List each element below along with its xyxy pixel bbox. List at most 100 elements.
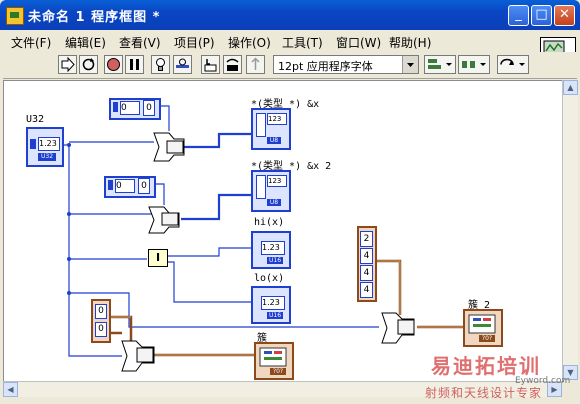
watermark-line-3: Eyword.com — [515, 376, 571, 386]
label-u32: U32 — [26, 114, 45, 125]
chevron-down-icon — [402, 56, 418, 73]
u32-value: 1.23 — [38, 137, 60, 151]
type-cast-indicator-2[interactable]: 123 U8 — [251, 170, 291, 212]
maximize-button[interactable]: □ — [531, 5, 552, 26]
step-out-icon — [251, 57, 260, 70]
run-continuous-button[interactable] — [79, 55, 98, 74]
label-hi: hi(x) — [254, 217, 285, 228]
retain-wire-values-button[interactable] — [173, 55, 192, 74]
vertical-scrollbar[interactable]: ▲ ▼ — [562, 80, 578, 380]
block-diagram[interactable]: U32 *(类型 *) &x *(类型 *) &x 2 hi(x) lo(x) … — [3, 80, 564, 382]
indicator-value: 1.23 — [261, 296, 285, 310]
lo-indicator[interactable]: 1.23 U16 — [251, 286, 291, 324]
run-arrow-icon — [61, 56, 75, 73]
probe-icon — [176, 58, 189, 68]
scroll-up-icon[interactable]: ▲ — [563, 80, 578, 95]
spinner-icon — [113, 102, 118, 112]
cluster-constant[interactable]: 0 0 — [91, 299, 111, 343]
menu-project[interactable]: 项目(P) — [174, 36, 215, 50]
bundle-node-1[interactable] — [121, 340, 155, 372]
align-icon — [428, 59, 452, 69]
stop-icon — [107, 58, 120, 71]
bundle-node-2[interactable] — [381, 312, 415, 344]
align-objects-button[interactable] — [424, 55, 456, 74]
indicator-type-badge: U16 — [267, 312, 283, 319]
minimize-button[interactable]: _ — [508, 5, 529, 26]
indicator-value: 1.23 — [261, 241, 285, 255]
array-index-icon — [256, 113, 266, 137]
abort-button[interactable] — [104, 55, 123, 74]
menu-file[interactable]: 文件(F) — [11, 36, 52, 50]
indicator-value: 123 — [267, 175, 287, 187]
horizontal-scrollbar[interactable]: ◀ ▶ — [3, 381, 562, 397]
indicator-type-badge: U16 — [267, 257, 283, 264]
step-into-icon — [204, 59, 217, 72]
window-title: 未命名 1 程序框图 * — [28, 10, 161, 25]
scroll-left-icon[interactable]: ◀ — [3, 382, 18, 397]
cluster-element-value: 0 — [95, 322, 107, 337]
type-cast-indicator-1[interactable]: 123 U8 — [251, 108, 291, 150]
menu-window[interactable]: 窗口(W) — [336, 36, 382, 50]
menu-edit[interactable]: 编辑(E) — [65, 36, 106, 50]
watermark-line-1: 易迪拓培训 — [431, 354, 541, 378]
numeric-constant-2[interactable]: 0 0 — [104, 176, 156, 198]
font-select[interactable]: 12pt 应用程序字体 — [273, 55, 419, 74]
reorder-button[interactable] — [497, 55, 529, 74]
run-continuous-icon — [82, 58, 95, 71]
watermark-line-2: 射频和天线设计专家 — [425, 386, 543, 400]
array-element-value: 4 — [360, 248, 373, 264]
title-bar[interactable]: 未命名 1 程序框图 * _ □ ✕ — [0, 0, 580, 30]
label-type-cast-1: *(类型 *) &x — [251, 99, 320, 110]
increment-icon — [30, 139, 36, 149]
menu-tools[interactable]: 工具(T) — [282, 36, 323, 50]
type-cast-node-1[interactable] — [153, 132, 185, 162]
menu-help[interactable]: 帮助(H) — [389, 36, 432, 50]
app-icon — [6, 7, 24, 25]
u32-type-badge: U32 — [38, 153, 56, 161]
run-arrow-button[interactable] — [58, 55, 77, 74]
font-select-value: 12pt 应用程序字体 — [278, 60, 373, 73]
distribute-objects-button[interactable] — [458, 55, 490, 74]
numeric-constant-1[interactable]: 0 0 — [109, 98, 161, 120]
constant-value: 0 — [138, 178, 150, 194]
lightbulb-icon — [156, 58, 165, 71]
menu-bar: 文件(F) 编辑(E) 查看(V) 项目(P) 操作(O) 工具(T) 窗口(W… — [3, 30, 577, 52]
pause-button[interactable] — [125, 55, 144, 74]
menu-operate[interactable]: 操作(O) — [228, 36, 271, 50]
array-constant[interactable]: 2 4 4 4 — [357, 226, 377, 302]
step-out-button[interactable] — [246, 55, 265, 74]
u32-control[interactable]: 1.23 U32 — [26, 127, 64, 167]
spinner-icon — [108, 180, 113, 190]
menu-view[interactable]: 查看(V) — [119, 36, 161, 50]
distribute-icon — [462, 61, 486, 68]
scroll-down-icon[interactable]: ▼ — [563, 365, 578, 380]
highlight-execution-button[interactable] — [151, 55, 170, 74]
cluster-icon — [259, 347, 287, 367]
reorder-icon — [500, 58, 525, 66]
array-element-value: 4 — [360, 282, 373, 298]
cluster-indicator[interactable]: ?0? — [254, 342, 294, 380]
label-cluster: 簇 — [257, 333, 267, 344]
cluster-icon — [468, 314, 496, 334]
watermark: 易迪拓培训 Eyword.com 射频和天线设计专家 — [425, 350, 580, 404]
cluster-element-value: 0 — [95, 304, 107, 319]
split-number-node[interactable]: I — [148, 249, 168, 267]
indicator-type-badge: ?0? — [479, 335, 495, 342]
type-cast-node-2[interactable] — [148, 206, 180, 234]
close-button[interactable]: ✕ — [554, 5, 575, 26]
label-lo: lo(x) — [254, 273, 285, 284]
array-element-value: 2 — [360, 231, 373, 247]
cluster-2-indicator[interactable]: ?0? — [463, 309, 503, 347]
constant-value: 0 — [115, 179, 135, 193]
array-element-value: 4 — [360, 265, 373, 281]
step-over-button[interactable] — [223, 55, 242, 74]
constant-value: 0 — [143, 100, 155, 116]
hi-indicator[interactable]: 1.23 U16 — [251, 231, 291, 269]
pause-icon — [130, 59, 139, 70]
constant-value: 0 — [120, 101, 140, 115]
indicator-type-badge: U8 — [267, 199, 281, 206]
scroll-right-icon[interactable]: ▶ — [547, 382, 562, 397]
step-into-button[interactable] — [201, 55, 220, 74]
diagram-wires — [59, 105, 465, 372]
step-over-icon — [226, 58, 239, 71]
